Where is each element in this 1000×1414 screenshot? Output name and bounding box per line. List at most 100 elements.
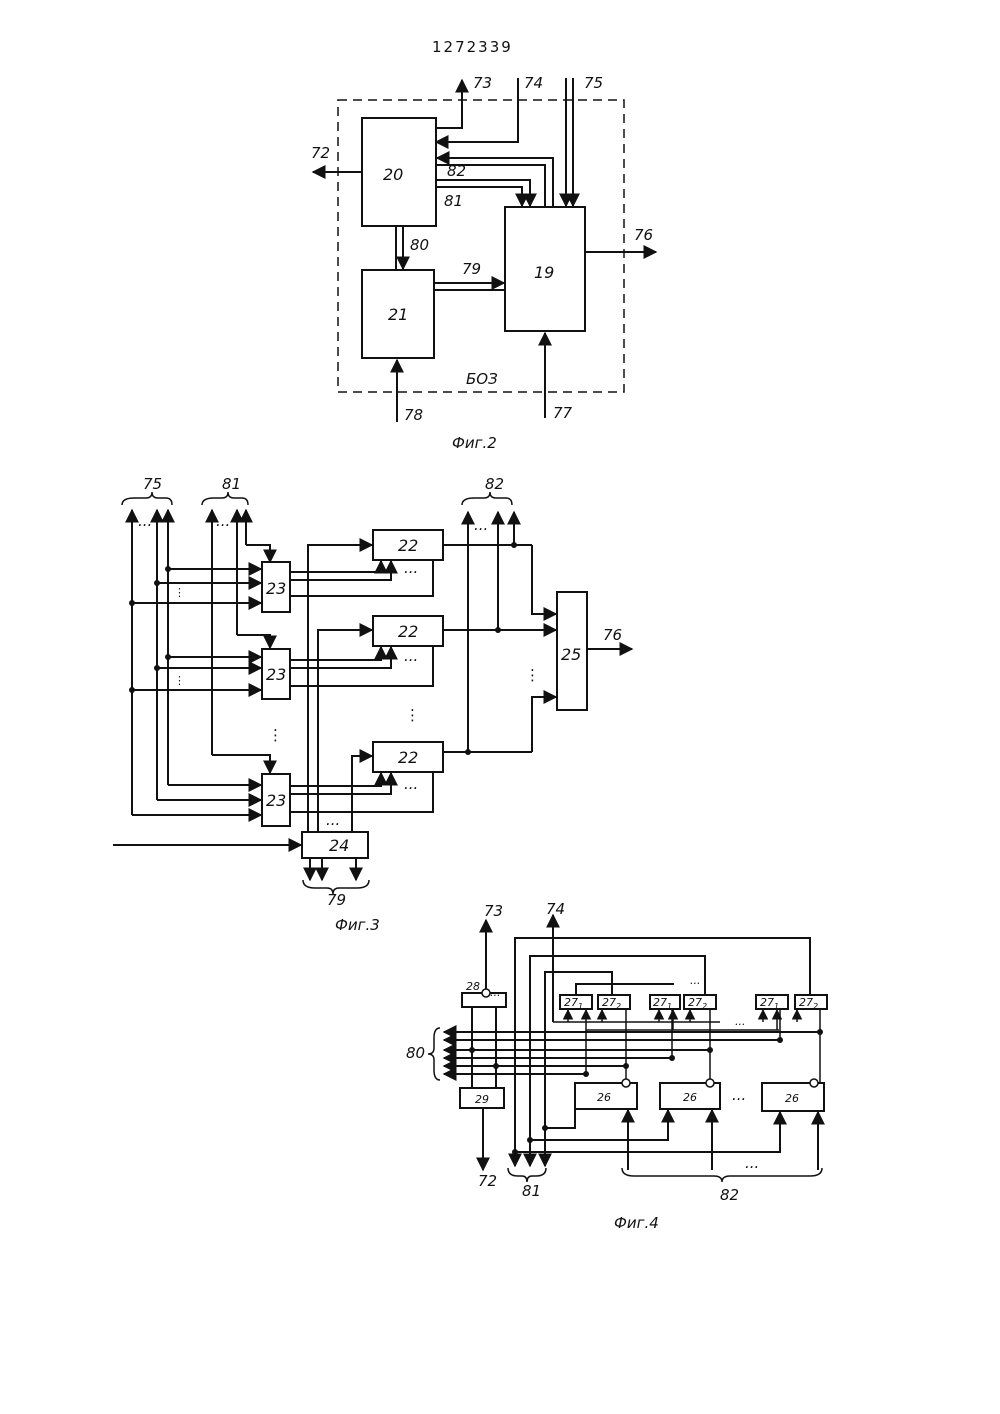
blocks-26-ellipsis: ... bbox=[732, 1086, 746, 1104]
bus-75-label: 75 bbox=[143, 475, 162, 493]
block-29-label: 29 bbox=[475, 1093, 489, 1106]
r1-ellipsis: ... bbox=[404, 559, 418, 577]
sig-81-to-23b bbox=[237, 635, 270, 648]
r3-23-22-a bbox=[290, 773, 381, 786]
signal-82-label: 82 bbox=[447, 162, 466, 180]
block-22-row3-label: 22 bbox=[398, 748, 418, 767]
vertical-dots: ⋮ bbox=[405, 706, 420, 724]
bus-82-ellipsis: ... bbox=[474, 516, 488, 534]
r3-to-25 bbox=[532, 697, 556, 752]
bus-82-label: 82 bbox=[485, 475, 504, 493]
signal-80-label: 80 bbox=[410, 236, 429, 254]
figure-3-caption: Фиг.3 bbox=[335, 916, 380, 934]
r3-ellipsis: ... bbox=[404, 775, 418, 793]
r1-to-25 bbox=[532, 545, 556, 614]
bus-82-ellipsis: ... bbox=[745, 1154, 759, 1172]
sig-81-to-26-2 bbox=[530, 1110, 668, 1140]
junction bbox=[129, 600, 135, 606]
junction bbox=[623, 1063, 629, 1069]
patent-number: 1272339 bbox=[432, 38, 513, 56]
unit-label: БОЗ bbox=[466, 370, 498, 388]
figure-4-caption: Фиг.4 bbox=[614, 1214, 659, 1232]
sig-73-label: 73 bbox=[484, 902, 503, 920]
junction bbox=[512, 1149, 518, 1155]
block-24-label: 24 bbox=[329, 836, 349, 855]
figure-2-caption: Фиг.2 bbox=[452, 434, 497, 452]
figure-2: 20 21 19 72 73 74 75 82 81 80 79 bbox=[311, 74, 656, 452]
bus-81-label: 81 bbox=[222, 475, 241, 493]
blocks-27-ellipsis: ... bbox=[735, 1015, 746, 1028]
bus-75-ellipsis: ... bbox=[138, 512, 152, 530]
sig-81-to-26-3 bbox=[515, 1112, 780, 1152]
junction bbox=[495, 627, 501, 633]
r2-ellipsis: ... bbox=[404, 647, 418, 665]
brace-81 bbox=[202, 492, 248, 505]
junction bbox=[469, 1047, 475, 1053]
inverter-bubble bbox=[810, 1079, 818, 1087]
block-23-row2-label: 23 bbox=[266, 665, 286, 684]
sig-74-label: 74 bbox=[546, 900, 565, 918]
block-22-row1-label: 22 bbox=[398, 536, 418, 555]
r2-23-22-b bbox=[290, 647, 391, 668]
bus-81-ellipsis: ... bbox=[216, 512, 230, 530]
r1-23-22-b bbox=[290, 561, 391, 580]
block-26-3-label: 26 bbox=[785, 1092, 799, 1105]
vertical-dots: ⋮ bbox=[525, 666, 540, 684]
junction bbox=[165, 654, 171, 660]
junction bbox=[817, 1029, 823, 1035]
signal-73-label: 73 bbox=[473, 74, 492, 92]
sig-72-label: 72 bbox=[478, 1172, 497, 1190]
junction bbox=[777, 1037, 783, 1043]
block-23-row3-label: 23 bbox=[266, 791, 286, 810]
r1-23-22-a bbox=[290, 561, 381, 572]
signal-79-label: 79 bbox=[462, 260, 481, 278]
r3-23-22-b bbox=[290, 773, 391, 794]
vertical-dots: ⋮ bbox=[174, 586, 185, 599]
r2-23-22-a bbox=[290, 647, 381, 660]
block-28-ellipsis: ... bbox=[490, 986, 501, 999]
junction bbox=[465, 749, 471, 755]
inverter-bubble bbox=[482, 989, 490, 997]
junction bbox=[165, 566, 171, 572]
junction bbox=[154, 665, 160, 671]
sig-81-to-26-1 bbox=[545, 1110, 575, 1128]
bus-82-label: 82 bbox=[720, 1186, 739, 1204]
junction bbox=[583, 1071, 589, 1077]
block-22-row2-label: 22 bbox=[398, 622, 418, 641]
block-26-1-label: 26 bbox=[597, 1091, 611, 1104]
junction bbox=[154, 580, 160, 586]
signal-78-label: 78 bbox=[404, 406, 423, 424]
signal-81-label: 81 bbox=[444, 192, 463, 210]
inverter-bubble bbox=[706, 1079, 714, 1087]
junction bbox=[493, 1063, 499, 1069]
bus-24-ellipsis: ... bbox=[326, 811, 340, 829]
sig-81-to-23a bbox=[246, 545, 270, 562]
block-19-label: 19 bbox=[534, 263, 554, 282]
loop-27a bbox=[576, 984, 674, 995]
vertical-dots: ⋮ bbox=[268, 726, 283, 744]
block-25-label: 25 bbox=[561, 645, 581, 664]
signal-76-label: 76 bbox=[634, 226, 653, 244]
junction bbox=[527, 1137, 533, 1143]
junction bbox=[129, 687, 135, 693]
bus-80-label: 80 bbox=[406, 1044, 425, 1062]
signal-73-arrow bbox=[436, 80, 462, 128]
loop-ellipsis: ... bbox=[690, 974, 701, 987]
loop-outer bbox=[515, 938, 810, 1152]
out-76-label: 76 bbox=[603, 626, 622, 644]
vertical-dots: ⋮ bbox=[174, 674, 185, 687]
bus-79-label: 79 bbox=[327, 891, 346, 909]
junction bbox=[669, 1055, 675, 1061]
block-21-label: 21 bbox=[388, 305, 408, 324]
brace-80 bbox=[428, 1028, 440, 1080]
junction bbox=[511, 542, 517, 548]
block-20-label: 20 bbox=[383, 165, 403, 184]
signal-75-label: 75 bbox=[584, 74, 603, 92]
block-28-label: 28 bbox=[466, 980, 480, 993]
sig-81-to-23c bbox=[212, 755, 270, 773]
block-23-row1-label: 23 bbox=[266, 579, 286, 598]
brace-82 bbox=[622, 1168, 822, 1182]
junction bbox=[542, 1125, 548, 1131]
brace-82 bbox=[462, 492, 512, 505]
